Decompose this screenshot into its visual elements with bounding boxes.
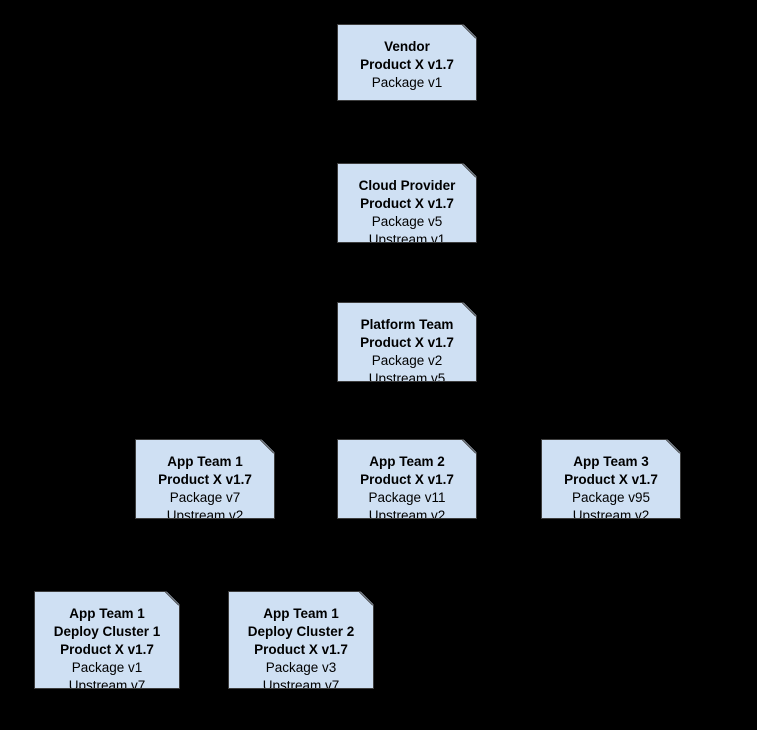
node-label-line: Package v1 xyxy=(71,660,143,675)
node-label-line: Package v5 xyxy=(371,214,443,229)
node-label-line: Package v3 xyxy=(265,660,337,675)
node-label-line: Cloud Provider xyxy=(358,178,456,193)
node-label-line: Package v1 xyxy=(371,75,443,90)
node-label-line: Upstream v2 xyxy=(572,508,650,519)
node-label-line: Platform Team xyxy=(360,317,454,332)
node-label-line: App Team 1 xyxy=(263,606,339,621)
node-label-line: Upstream v7 xyxy=(68,678,146,689)
node-label-line: Vendor xyxy=(384,39,430,54)
node-label-line: Package v2 xyxy=(371,353,443,368)
node-label-line: Package v95 xyxy=(571,490,651,505)
node-label-line: Upstream v2 xyxy=(368,508,446,519)
node-label-line: Package v11 xyxy=(368,490,446,505)
node-label-line: Product X v1.7 xyxy=(60,642,154,657)
app-team-1-deploy-cluster-2-node: App Team 1 Deploy Cluster 2 Product X v1.7… xyxy=(228,591,374,689)
node-label-line: Product X v1.7 xyxy=(360,472,454,487)
node-label-line: Deploy Cluster 2 xyxy=(247,624,355,639)
app-team-1-deploy-cluster-1-node: App Team 1 Deploy Cluster 1 Product X v1.7… xyxy=(34,591,180,689)
node-label-line: Product X v1.7 xyxy=(360,196,454,211)
node-label-line: App Team 1 xyxy=(167,454,243,469)
node-label-stack: App Team 1 Deploy Cluster 2 Product X v1.7… xyxy=(229,592,373,689)
node-label-line: Deploy Cluster 1 xyxy=(53,624,161,639)
node-label-line: Upstream v7 xyxy=(262,678,340,689)
node-label-line: Product X v1.7 xyxy=(360,335,454,350)
node-label-line: App Team 2 xyxy=(369,454,445,469)
node-label-line: App Team 3 xyxy=(573,454,649,469)
node-label-line: Product X v1.7 xyxy=(158,472,252,487)
node-label-line: Upstream v5 xyxy=(368,371,446,382)
node-label-line: Product X v1.7 xyxy=(564,472,658,487)
node-label-line: Upstream v2 xyxy=(166,508,244,519)
node-label-stack: App Team 1 Deploy Cluster 1 Product X v1.7… xyxy=(35,592,179,689)
node-label-line: Product X v1.7 xyxy=(360,57,454,72)
node-label-line: Product X v1.7 xyxy=(254,642,348,657)
node-label-line: Upstream v1 xyxy=(368,232,446,243)
node-label-line: Package v7 xyxy=(169,490,241,505)
node-label-line: App Team 1 xyxy=(69,606,145,621)
